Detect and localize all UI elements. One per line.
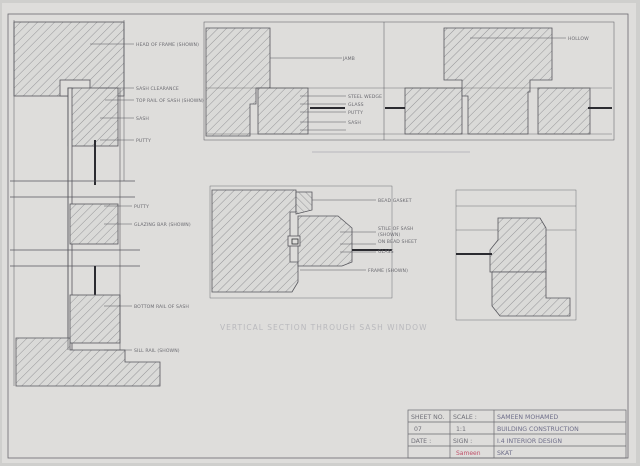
leaders-middle [300,199,376,271]
leaders-top [270,37,566,131]
label-jamb: JAMB [342,56,355,62]
label-glass-upper: GLASS [348,102,364,108]
label-glazing-bar: GLAZING BAR (SHOWN) [134,222,191,228]
label-stile-note: (SHOWN) [378,232,400,238]
tb-signature: Sameen [456,450,481,457]
tb-date-label: DATE : [411,438,431,445]
label-frame: FRAME (SHOWN) [368,268,408,274]
label-top-rail: TOP RAIL OF SASH (SHOWN) [135,98,204,104]
label-bead-sheet: ON BEAD SHEET [378,239,417,245]
tb-scale-label: SCALE : [453,414,477,421]
top-rail-of-sash [67,87,119,147]
sash-stile-detail [297,215,353,267]
bead-gasket [295,191,313,215]
label-sash-mid: SASH [348,120,361,126]
labels-left: HEAD OF FRAME (SHOWN) SASH CLEARANCE TOP… [134,42,204,354]
detail-right [455,189,577,321]
title-block-text: SHEET NO. SCALE : SAMEEN MOHAMED 07 1:1 … [411,414,579,457]
left-jamb [205,27,271,137]
faint-title: VERTICAL SECTION THROUGH SASH WINDOW [220,323,428,332]
label-sill: SILL RAIL (SHOWN) [134,348,180,354]
label-putty-upper: PUTTY [136,138,151,144]
label-putty-lower: PUTTY [134,204,149,210]
frame-detail [211,189,299,293]
label-steel-wedge: STEEL WEDGE [348,94,382,100]
label-bead-gasket: BEAD GASKET [378,198,412,204]
left-sash [257,87,309,135]
tb-department: I.4 INTERIOR DESIGN [497,438,562,445]
label-sash: SASH [136,116,149,122]
tb-sheet-no: SHEET NO. [411,414,444,421]
label-sash-clearance: SASH CLEARANCE [136,86,179,92]
bottom-rail-of-sash [69,294,121,344]
label-stile: STILE OF SASH [378,226,414,232]
horizontal-section-top [203,21,615,141]
stile-right-upper [489,217,547,273]
tb-subject: BUILDING CONSTRUCTION [497,426,579,433]
label-head-of-frame: HEAD OF FRAME (SHOWN) [136,42,199,48]
tb-sheet-number: 07 [414,426,422,433]
label-putty-mid: PUTTY [348,110,363,116]
tb-sign-label: SIGN : [453,438,472,445]
tb-institute: SKAT [497,450,513,457]
detail-middle [209,185,393,299]
label-bottom-rail: BOTTOM RAIL OF SASH [134,304,189,310]
vertical-section-left [10,20,161,387]
stile-right-lower [491,271,571,317]
drawing-border [7,13,629,459]
leaders-left [90,43,134,351]
label-glass-lower: GLASS [378,249,394,255]
labels-top: JAMB STEEL WEDGE GLASS PUTTY SASH HOLLOW [342,36,589,126]
label-hollow: HOLLOW [568,36,589,42]
title-block [407,409,627,459]
center-sash [404,87,463,135]
labels-middle: BEAD GASKET STILE OF SASH (SHOWN) ON BEA… [368,198,417,274]
tb-name: SAMEEN MOHAMED [497,414,558,421]
tb-scale-value: 1:1 [456,426,466,433]
right-sash [537,87,591,135]
